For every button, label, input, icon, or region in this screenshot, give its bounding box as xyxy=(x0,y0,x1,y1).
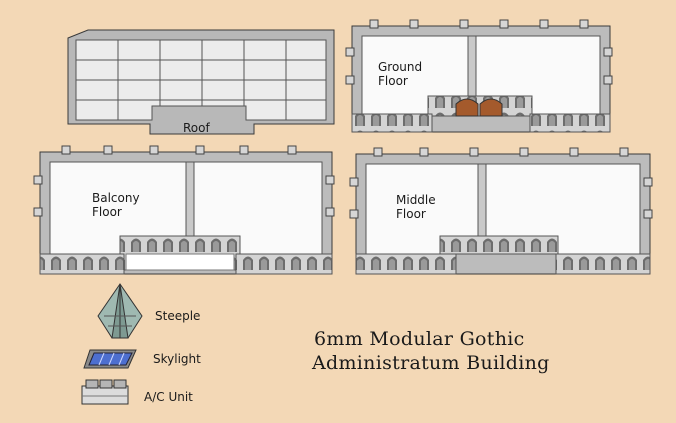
balcony-floor-label-line2: Floor xyxy=(92,205,122,219)
title-line2: Administratum Building xyxy=(312,352,550,374)
middle-floor-label-line2: Floor xyxy=(396,207,426,221)
ac-unit-icon xyxy=(81,379,129,405)
balcony-floor-section xyxy=(33,145,335,275)
skylight-icon xyxy=(83,349,137,369)
ground-floor-label-line2: Floor xyxy=(378,74,408,88)
roof-section xyxy=(67,29,335,135)
title-line1: 6mm Modular Gothic xyxy=(314,328,525,350)
roof-label: Roof xyxy=(183,121,210,135)
skylight-label: Skylight xyxy=(153,352,201,366)
ground-floor-section xyxy=(345,19,613,133)
ground-floor-label-line1: Ground xyxy=(378,60,423,74)
ac-unit-label: A/C Unit xyxy=(144,390,193,404)
steeple-label: Steeple xyxy=(155,309,201,323)
middle-floor-label-line1: Middle xyxy=(396,193,436,207)
balcony-floor-label-line1: Balcony xyxy=(92,191,140,205)
steeple-icon xyxy=(97,283,143,339)
middle-floor-section xyxy=(349,147,653,275)
